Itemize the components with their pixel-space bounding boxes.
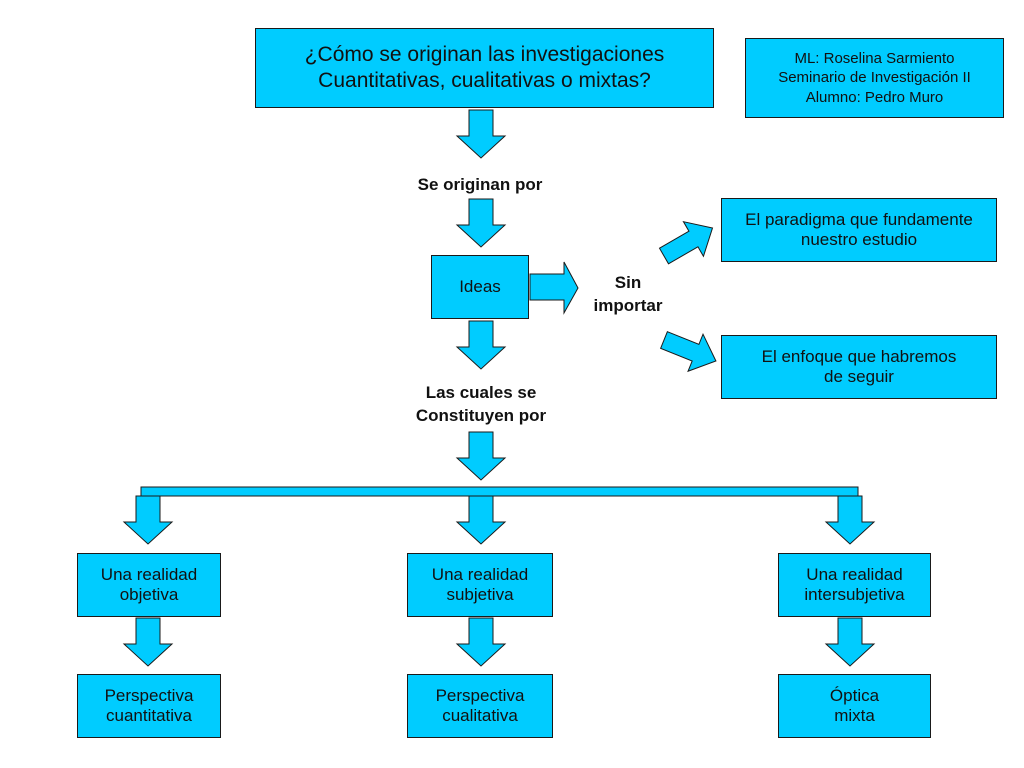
arrow-subjective-to-qualitative [456,617,506,667]
reality-intersubjective-box: Una realidad intersubjetiva [778,553,931,617]
regardless-line-1: Sin [614,273,642,292]
reality-objective-line-1: Una realidad [100,564,198,584]
paradigm-box: El paradigma que fundamente nuestro estu… [721,198,997,262]
reality-intersubjective-line-2: intersubjetiva [804,585,905,604]
perspective-mixed-line-1: Óptica [829,685,880,705]
originated-by-label: Se originan por [380,174,580,197]
arrow-intersubjective-to-mixed [825,617,875,667]
reality-intersubjective-line-1: Una realidad [806,564,903,584]
arrow-to-approach [659,331,717,373]
student-label: Alumno: Pedro Muro [805,88,944,106]
originated-by-text: Se originan por [417,175,543,194]
paradigm-line-2: nuestro estudio [800,230,918,249]
reality-subjective-line-2: subjetiva [446,585,514,604]
branch-bar [140,486,859,497]
arrow-ideas-to-constituted [456,320,506,370]
arrow-origin-to-ideas [456,198,506,248]
arrow-title-to-origin [456,109,506,159]
author-info-box: ML: Roselina Sarmiento Seminario de Inve… [745,38,1004,118]
arrow-to-paradigm [658,220,714,265]
course-label: Seminario de Investigación II [778,69,971,87]
reality-objective-box: Una realidad objetiva [77,553,221,617]
title-box: ¿Cómo se originan las investigaciones Cu… [255,28,714,108]
instructor-label: ML: Roselina Sarmiento [794,49,955,67]
arrow-branch-left [123,495,173,545]
reality-objective-line-2: objetiva [119,585,179,604]
perspective-quantitative-line-1: Perspectiva [104,685,194,705]
perspective-mixed-line-2: mixta [834,706,875,725]
reality-subjective-box: Una realidad subjetiva [407,553,553,617]
regardless-line-2: importar [593,295,663,315]
title-line-1: ¿Cómo se originan las investigaciones [304,42,665,66]
ideas-text: Ideas [459,276,501,296]
perspective-mixed-box: Óptica mixta [778,674,931,738]
arrow-objective-to-quantitative [123,617,173,667]
perspective-qualitative-box: Perspectiva cualitativa [407,674,553,738]
perspective-quantitative-line-2: cuantitativa [106,706,192,725]
paradigm-line-1: El paradigma que fundamente [745,209,973,229]
perspective-qualitative-line-2: cualitativa [442,706,518,725]
arrow-constituted-to-bracket [456,431,506,481]
arrow-branch-right [825,495,875,545]
perspective-qualitative-line-1: Perspectiva [435,685,525,705]
reality-subjective-line-1: Una realidad [431,564,529,584]
approach-box: El enfoque que habremos de seguir [721,335,997,399]
constituted-line-1: Las cuales se [425,383,537,402]
arrow-branch-center [456,495,506,545]
arrow-ideas-to-regardless [529,261,579,315]
perspective-quantitative-box: Perspectiva cuantitativa [77,674,221,738]
approach-line-2: de seguir [824,367,894,386]
regardless-label: Sin importar [578,272,678,318]
constituted-line-2: Constituyen por [415,405,547,425]
approach-line-1: El enfoque que habremos [761,346,957,366]
title-line-2: Cuantitativas, cualitativas o mixtas? [318,69,651,92]
constituted-by-label: Las cuales se Constituyen por [370,382,592,428]
ideas-box: Ideas [431,255,529,319]
